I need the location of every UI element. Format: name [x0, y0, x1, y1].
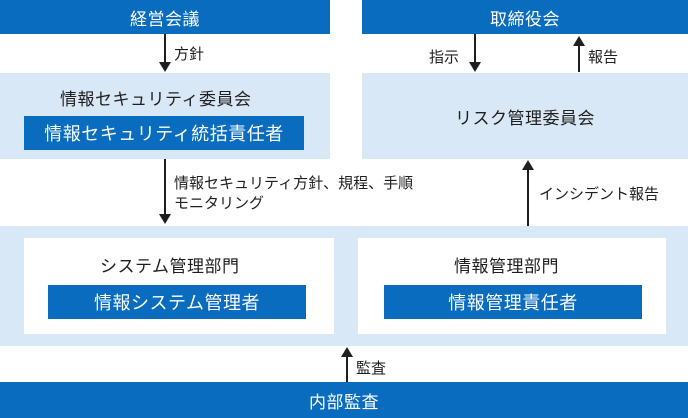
- rules-label-line2: モニタリング: [174, 194, 265, 212]
- info-manager-label: 情報管理責任者: [448, 293, 578, 314]
- instruction-label: 指示: [429, 48, 460, 66]
- security-officer-box: 情報セキュリティ統括責任者: [24, 116, 304, 150]
- rules-arrow-head: [159, 214, 171, 224]
- rules-arrow-line: [164, 159, 166, 214]
- report-label: 報告: [588, 48, 619, 66]
- security-committee-label: 情報セキュリティ委員会: [60, 90, 252, 110]
- policy-label: 方針: [174, 45, 205, 63]
- rules-label-line1: 情報セキュリティ方針、規程、手順: [174, 174, 414, 192]
- instruction-arrow-head: [469, 62, 481, 72]
- system-admin-label: 情報システム管理者: [94, 293, 260, 314]
- audit-label: 内部監査: [309, 392, 379, 413]
- info-dept-box: 情報管理部門 情報管理責任者: [358, 238, 666, 334]
- policy-arrow-head: [159, 62, 171, 72]
- report-arrow-head: [573, 36, 585, 46]
- policy-arrow-line: [164, 34, 166, 62]
- board-box: 経営会議: [0, 0, 330, 34]
- info-manager-box: 情報管理責任者: [384, 285, 642, 319]
- directors-box: 取締役会: [362, 0, 688, 34]
- security-committee-box: 情報セキュリティ委員会 情報セキュリティ統括責任者: [0, 73, 330, 159]
- incident-label: インシデント報告: [539, 185, 660, 203]
- risk-committee-box: リスク管理委員会: [362, 73, 688, 159]
- incident-arrow-line: [527, 170, 529, 226]
- instruction-arrow-line: [474, 34, 476, 62]
- incident-arrow-head: [522, 160, 534, 170]
- directors-label: 取締役会: [490, 9, 560, 30]
- audit-box: 内部監査: [0, 382, 688, 418]
- system-admin-box: 情報システム管理者: [48, 285, 306, 319]
- risk-committee-label: リスク管理委員会: [455, 108, 595, 129]
- system-dept-box: システム管理部門 情報システム管理者: [24, 238, 334, 334]
- inspection-arrow-head: [341, 347, 353, 357]
- departments-container: システム管理部門 情報システム管理者 情報管理部門 情報管理責任者: [0, 226, 688, 346]
- inspection-label: 監査: [356, 359, 387, 377]
- info-dept-label: 情報管理部門: [454, 257, 559, 277]
- inspection-arrow-line: [346, 356, 348, 382]
- security-officer-label: 情報セキュリティ統括責任者: [44, 124, 284, 145]
- system-dept-label: システム管理部門: [100, 257, 240, 277]
- board-label: 経営会議: [130, 9, 200, 30]
- report-arrow-line: [578, 46, 580, 72]
